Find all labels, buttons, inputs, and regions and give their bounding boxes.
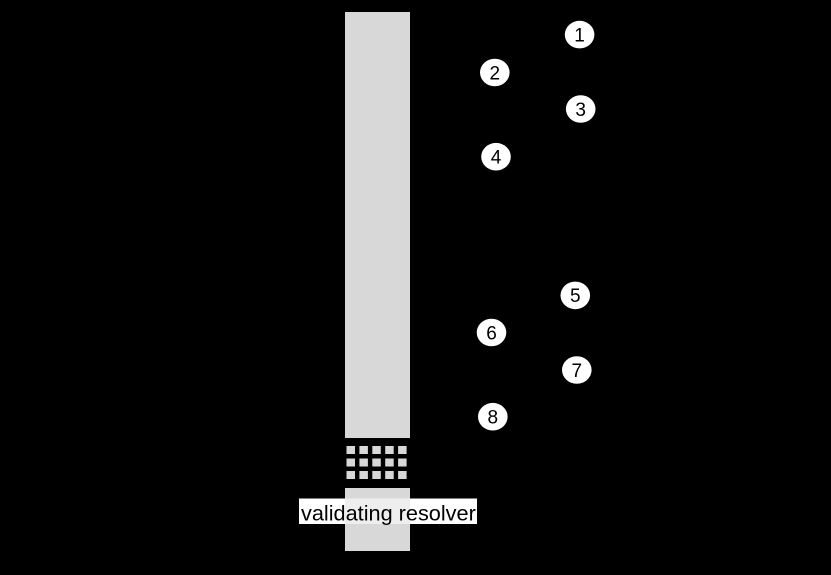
svg-text:6: 6 [486, 323, 497, 344]
svg-text:8: 8 [488, 408, 499, 429]
svg-text:7: 7 [572, 361, 583, 382]
svg-text:1: 1 [574, 25, 585, 46]
svg-text:validating resolver: validating resolver [301, 501, 476, 526]
svg-text:2: 2 [490, 63, 501, 84]
svg-text:5: 5 [570, 286, 581, 307]
svg-text:3: 3 [575, 100, 586, 121]
svg-text:4: 4 [491, 148, 502, 169]
